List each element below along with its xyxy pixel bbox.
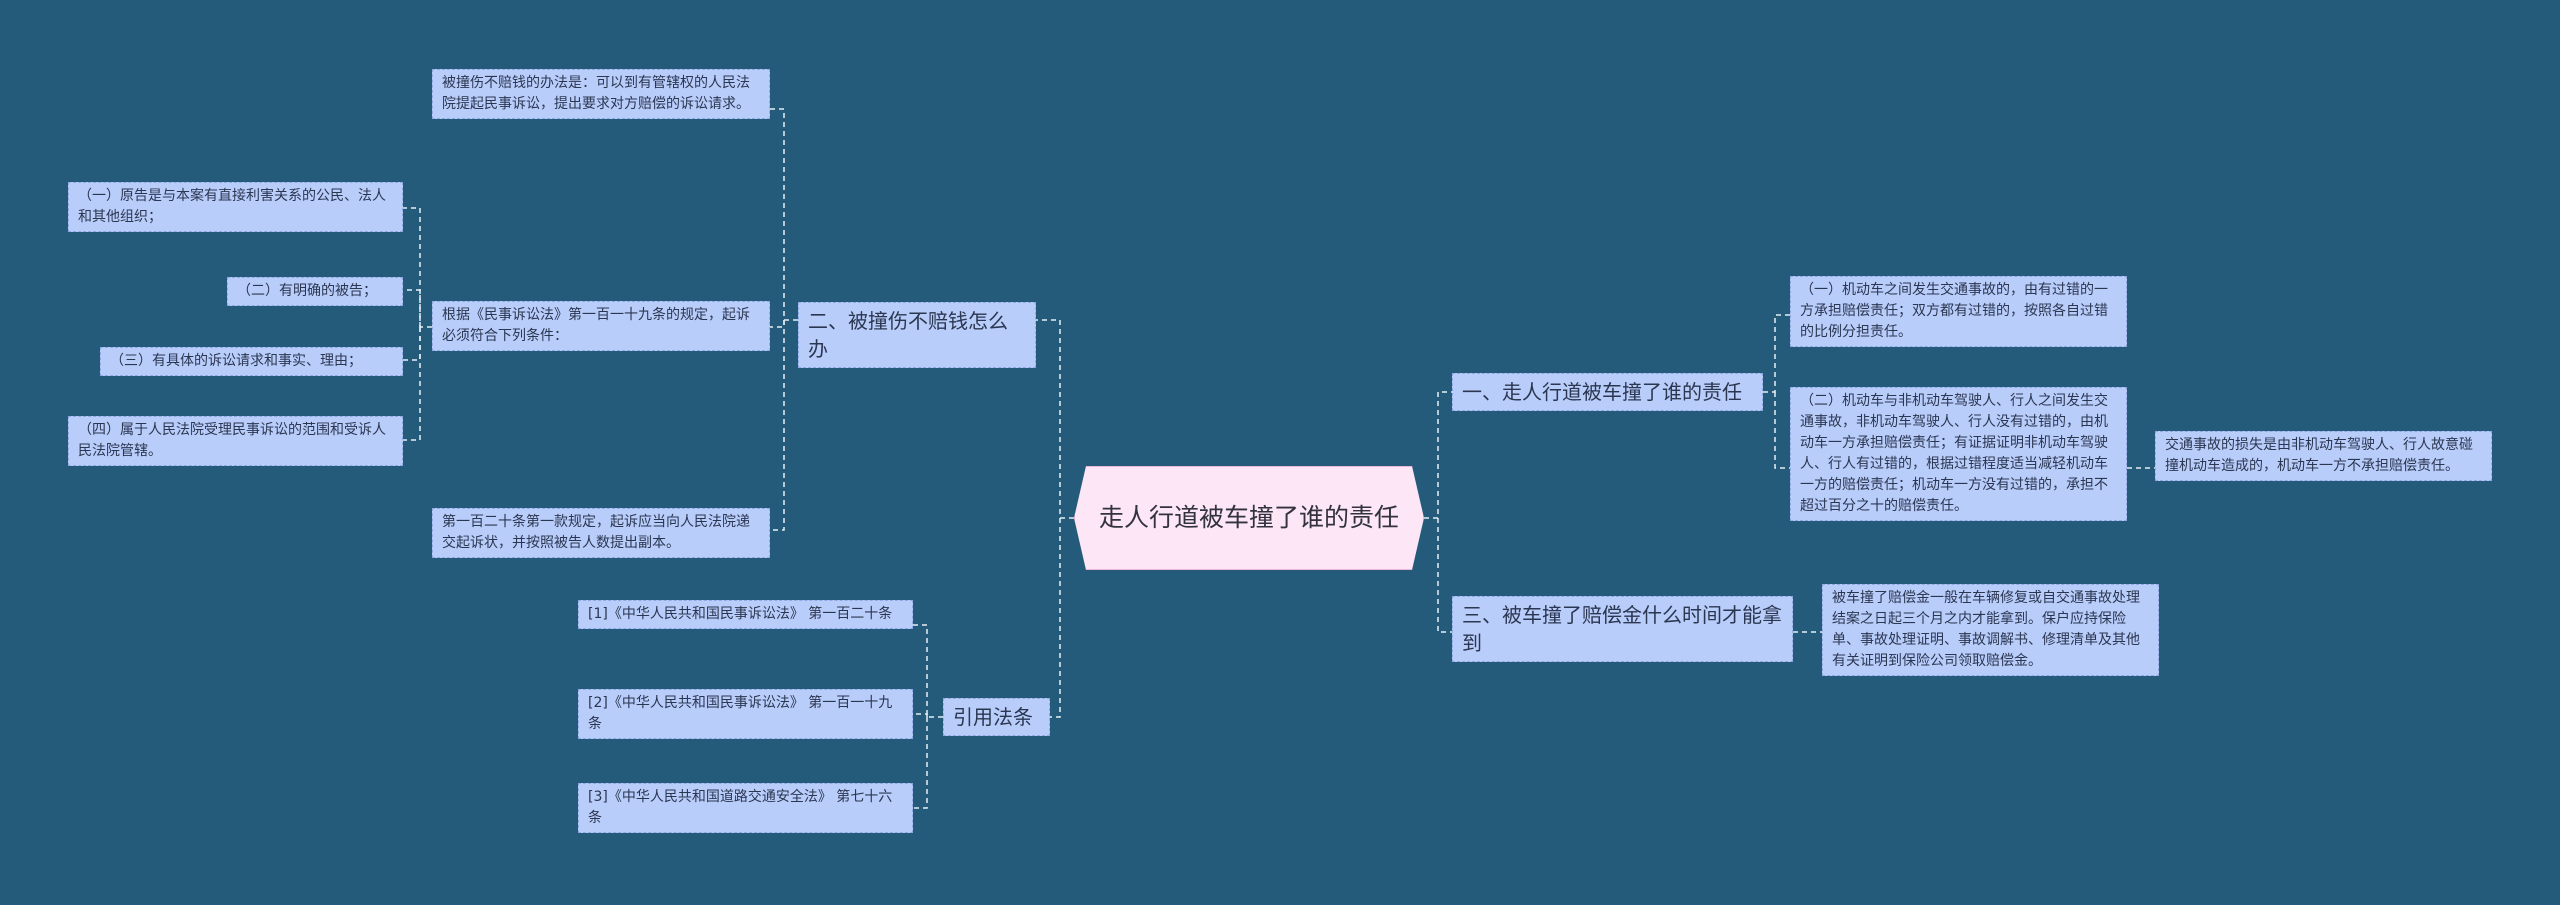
root-topic-label: 走人行道被车撞了谁的责任	[1098, 503, 1399, 532]
leaf-condition-plaintiff[interactable]: （一）原告是与本案有直接利害关系的公民、法人和其他组织；	[68, 182, 403, 232]
link-b4-c3	[913, 717, 928, 809]
leaf-law-1[interactable]: [1]《中华人民共和国民事诉讼法》 第一百二十条	[578, 600, 913, 629]
link-root-b4	[1050, 518, 1061, 718]
link-b2-leaf2	[770, 320, 785, 328]
link-root-b2	[1036, 319, 1074, 519]
leaf-compensation-timing[interactable]: 被车撞了赔偿金一般在车辆修复或自交通事故处理结案之日起三个月之内才能拿到。保户应…	[1822, 584, 2159, 676]
leaf-law-2[interactable]: [2]《中华人民共和国民事诉讼法》 第一百一十九条	[578, 689, 913, 739]
leaf-condition-claims[interactable]: （三）有具体的诉讼请求和事实、理由；	[100, 347, 403, 376]
leaf-condition-jurisdiction[interactable]: （四）属于人民法院受理民事诉讼的范围和受诉人民法院管辖。	[68, 416, 403, 466]
branch-2-no-compensation[interactable]: 二、被撞伤不赔钱怎么办	[798, 302, 1036, 368]
link-b2-leaf3	[770, 320, 785, 531]
leaf-motor-vehicles-accident[interactable]: （一）机动车之间发生交通事故的，由有过错的一方承担赔偿责任；双方都有过错的，按照…	[1790, 276, 2127, 347]
leaf-article-120[interactable]: 第一百二十条第一款规定，起诉应当向人民法院递交起诉状，并按照被告人数提出副本。	[432, 508, 770, 558]
link-b4-c1	[913, 624, 943, 718]
leaf-condition-defendant[interactable]: （二）有明确的被告；	[227, 277, 403, 306]
link-root-b1	[1424, 391, 1452, 519]
link-b2-leaf1	[770, 108, 798, 321]
link-b1-leaf1	[1763, 314, 1790, 393]
branch-3-compensation-time[interactable]: 三、被车撞了赔偿金什么时间才能拿到	[1452, 596, 1793, 662]
link-b2-2-c1	[403, 207, 432, 328]
link-b2-2-c3	[403, 327, 421, 361]
branch-1-responsibility[interactable]: 一、走人行道被车撞了谁的责任	[1452, 373, 1763, 411]
link-b2-2-c2	[403, 289, 421, 327]
link-b1-leaf2	[1774, 392, 1790, 469]
leaf-law-3[interactable]: [3]《中华人民共和国道路交通安全法》 第七十六条	[578, 783, 913, 833]
link-root-b3	[1437, 518, 1452, 633]
branch-4-cited-laws[interactable]: 引用法条	[943, 698, 1050, 736]
leaf-motor-vs-pedestrian[interactable]: （二）机动车与非机动车驾驶人、行人之间发生交通事故，非机动车驾驶人、行人没有过错…	[1790, 387, 2127, 521]
link-b2-2-c4	[403, 327, 421, 441]
leaf-article-119[interactable]: 根据《民事诉讼法》第一百一十九条的规定，起诉必须符合下列条件：	[432, 301, 770, 351]
leaf-civil-lawsuit[interactable]: 被撞伤不赔钱的办法是：可以到有管辖权的人民法院提起民事诉讼，提出要求对方赔偿的诉…	[432, 69, 770, 119]
leaf-intentional-collision[interactable]: 交通事故的损失是由非机动车驾驶人、行人故意碰撞机动车造成的，机动车一方不承担赔偿…	[2155, 431, 2492, 481]
link-b4-c2	[913, 713, 928, 717]
root-topic[interactable]: 走人行道被车撞了谁的责任	[1074, 466, 1424, 570]
